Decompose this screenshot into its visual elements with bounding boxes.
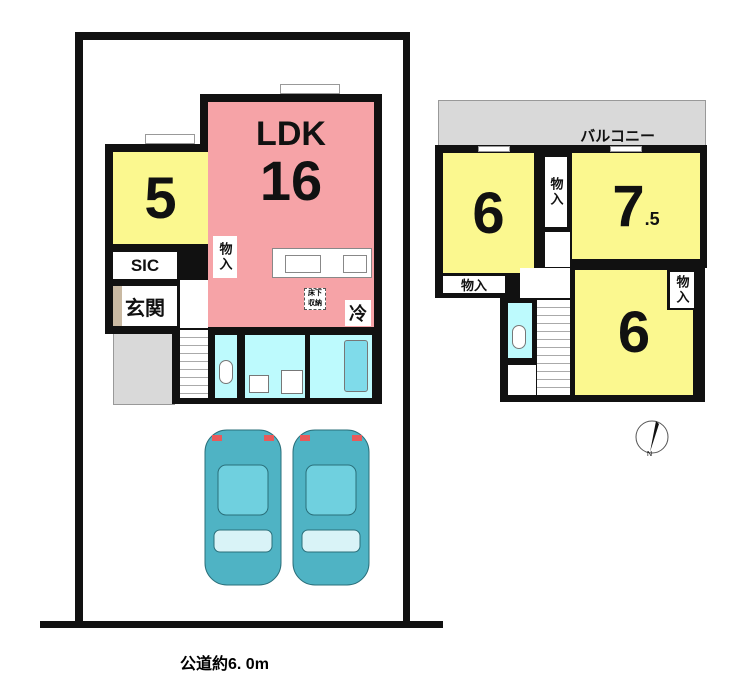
lot-boundary-right xyxy=(403,32,410,626)
staircase xyxy=(180,330,208,398)
ldk-size: 16 xyxy=(259,149,323,212)
room-western-5: 5 xyxy=(113,152,208,244)
svg-text:N: N xyxy=(647,451,652,458)
toilet-icon xyxy=(219,360,233,384)
entrance: 玄関 xyxy=(113,286,177,326)
shoe-in-closet[interactable]: SIC xyxy=(113,252,177,279)
road-label: 公道約6. 0m xyxy=(180,656,269,673)
bathtub-icon xyxy=(344,340,368,392)
balcony: バルコニー xyxy=(438,100,706,150)
toilet xyxy=(508,303,532,358)
hall xyxy=(180,280,208,328)
room-western-6-a: 6 xyxy=(443,153,534,273)
lot-boundary-top xyxy=(75,32,410,40)
washbasin-icon xyxy=(249,375,269,393)
car-icon xyxy=(292,429,370,586)
hall xyxy=(520,268,570,298)
toilet xyxy=(215,335,237,398)
parking xyxy=(204,429,370,586)
hall xyxy=(545,232,570,267)
lot-boundary-left xyxy=(75,32,83,626)
fridge-space: 冷 xyxy=(345,300,371,326)
entrance-step xyxy=(113,286,122,326)
storage-closet[interactable]: 物入 xyxy=(213,236,237,278)
window xyxy=(145,134,195,144)
room-western-7-5: 7.5 xyxy=(572,153,700,259)
window xyxy=(610,146,642,152)
stair-landing xyxy=(508,365,536,395)
room-ldk: LDK 16 xyxy=(208,102,374,327)
window xyxy=(478,146,510,152)
room-western-6-b-ext xyxy=(575,310,693,395)
room-6-label: 6 xyxy=(617,300,651,365)
road-line xyxy=(40,621,443,628)
storage-closet[interactable]: 物入 xyxy=(443,276,505,293)
porch xyxy=(113,330,175,405)
storage-closet[interactable]: 物入 xyxy=(545,157,567,227)
staircase xyxy=(537,300,570,395)
underfloor-storage: 床下収納 xyxy=(304,288,326,310)
storage-closet[interactable]: 物入 xyxy=(670,272,694,308)
compass-icon: N xyxy=(635,420,669,458)
sink-icon xyxy=(285,255,321,273)
washer-icon xyxy=(281,370,303,394)
ldk-label: LDK xyxy=(256,115,326,153)
stove-icon xyxy=(343,255,367,273)
washroom xyxy=(245,335,305,398)
kitchen-counter xyxy=(272,248,372,278)
car-icon xyxy=(204,429,282,586)
bathroom xyxy=(310,335,372,398)
toilet-icon xyxy=(512,325,526,349)
window xyxy=(280,84,340,94)
